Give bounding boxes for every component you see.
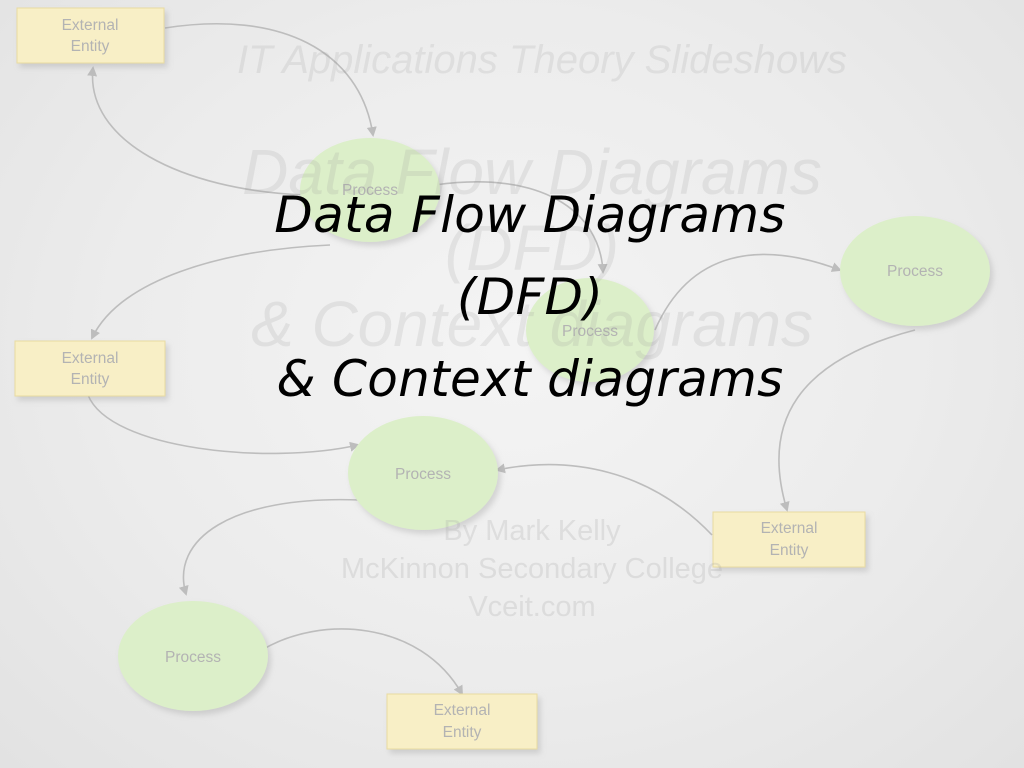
process-node: Process: [840, 216, 990, 326]
process-label: Process: [395, 466, 451, 483]
process-label: Process: [165, 649, 221, 666]
external-entity-label: External: [434, 702, 491, 719]
author-website: Vceit.com: [468, 591, 596, 623]
ghost-title-line: (DFD): [444, 212, 620, 284]
process-node: Process: [300, 138, 440, 242]
author-block: By Mark Kelly McKinnon Secondary College…: [0, 512, 1024, 626]
flow-arrow: [87, 394, 360, 455]
process-label: Process: [562, 323, 618, 340]
process-node: Process: [348, 416, 498, 530]
author-name: By Mark Kelly: [443, 515, 621, 547]
process-label: Process: [342, 182, 398, 199]
ghost-title: Data Flow Diagrams (DFD) & Context diagr…: [20, 134, 1024, 362]
external-entity-label: Entity: [71, 38, 110, 55]
external-entity-box: External Entity: [386, 693, 538, 750]
slide-title: Data Flow Diagrams (DFD) & Context diagr…: [0, 174, 1024, 420]
ghost-title-line: & Context diagrams: [250, 288, 814, 360]
external-entity-label: External: [761, 520, 818, 537]
process-node: Process: [526, 278, 654, 382]
flow-arrow: [164, 22, 377, 137]
slide-title-line: (DFD): [456, 268, 604, 326]
external-entity-label: External: [62, 17, 119, 34]
flow-arrow: [90, 244, 331, 340]
ghost-header-text: IT Applications Theory Slideshows: [237, 38, 847, 82]
ghost-title-line: Data Flow Diagrams: [242, 136, 822, 208]
external-entity-label: Entity: [443, 724, 482, 741]
external-entity-box: External Entity: [712, 511, 866, 568]
flow-arrow: [87, 66, 306, 196]
external-entity-label: Entity: [71, 371, 110, 388]
flow-arrow: [178, 498, 361, 596]
slide-title-line: Data Flow Diagrams: [274, 186, 786, 244]
external-entity-label: External: [62, 350, 119, 367]
external-entity-box: External Entity: [14, 340, 166, 397]
process-node: Process: [118, 601, 268, 711]
flow-arrow: [654, 253, 842, 331]
flow-arrow: [434, 181, 608, 274]
flow-arrow: [495, 463, 713, 536]
external-entity-label: Entity: [770, 542, 809, 559]
external-entity-box: External Entity: [16, 7, 165, 64]
author-school: McKinnon Secondary College: [340, 553, 724, 585]
process-label: Process: [887, 263, 943, 280]
flow-arrow: [261, 628, 463, 696]
slide-title-line: & Context diagrams: [276, 350, 784, 408]
flow-arrow: [778, 329, 916, 512]
